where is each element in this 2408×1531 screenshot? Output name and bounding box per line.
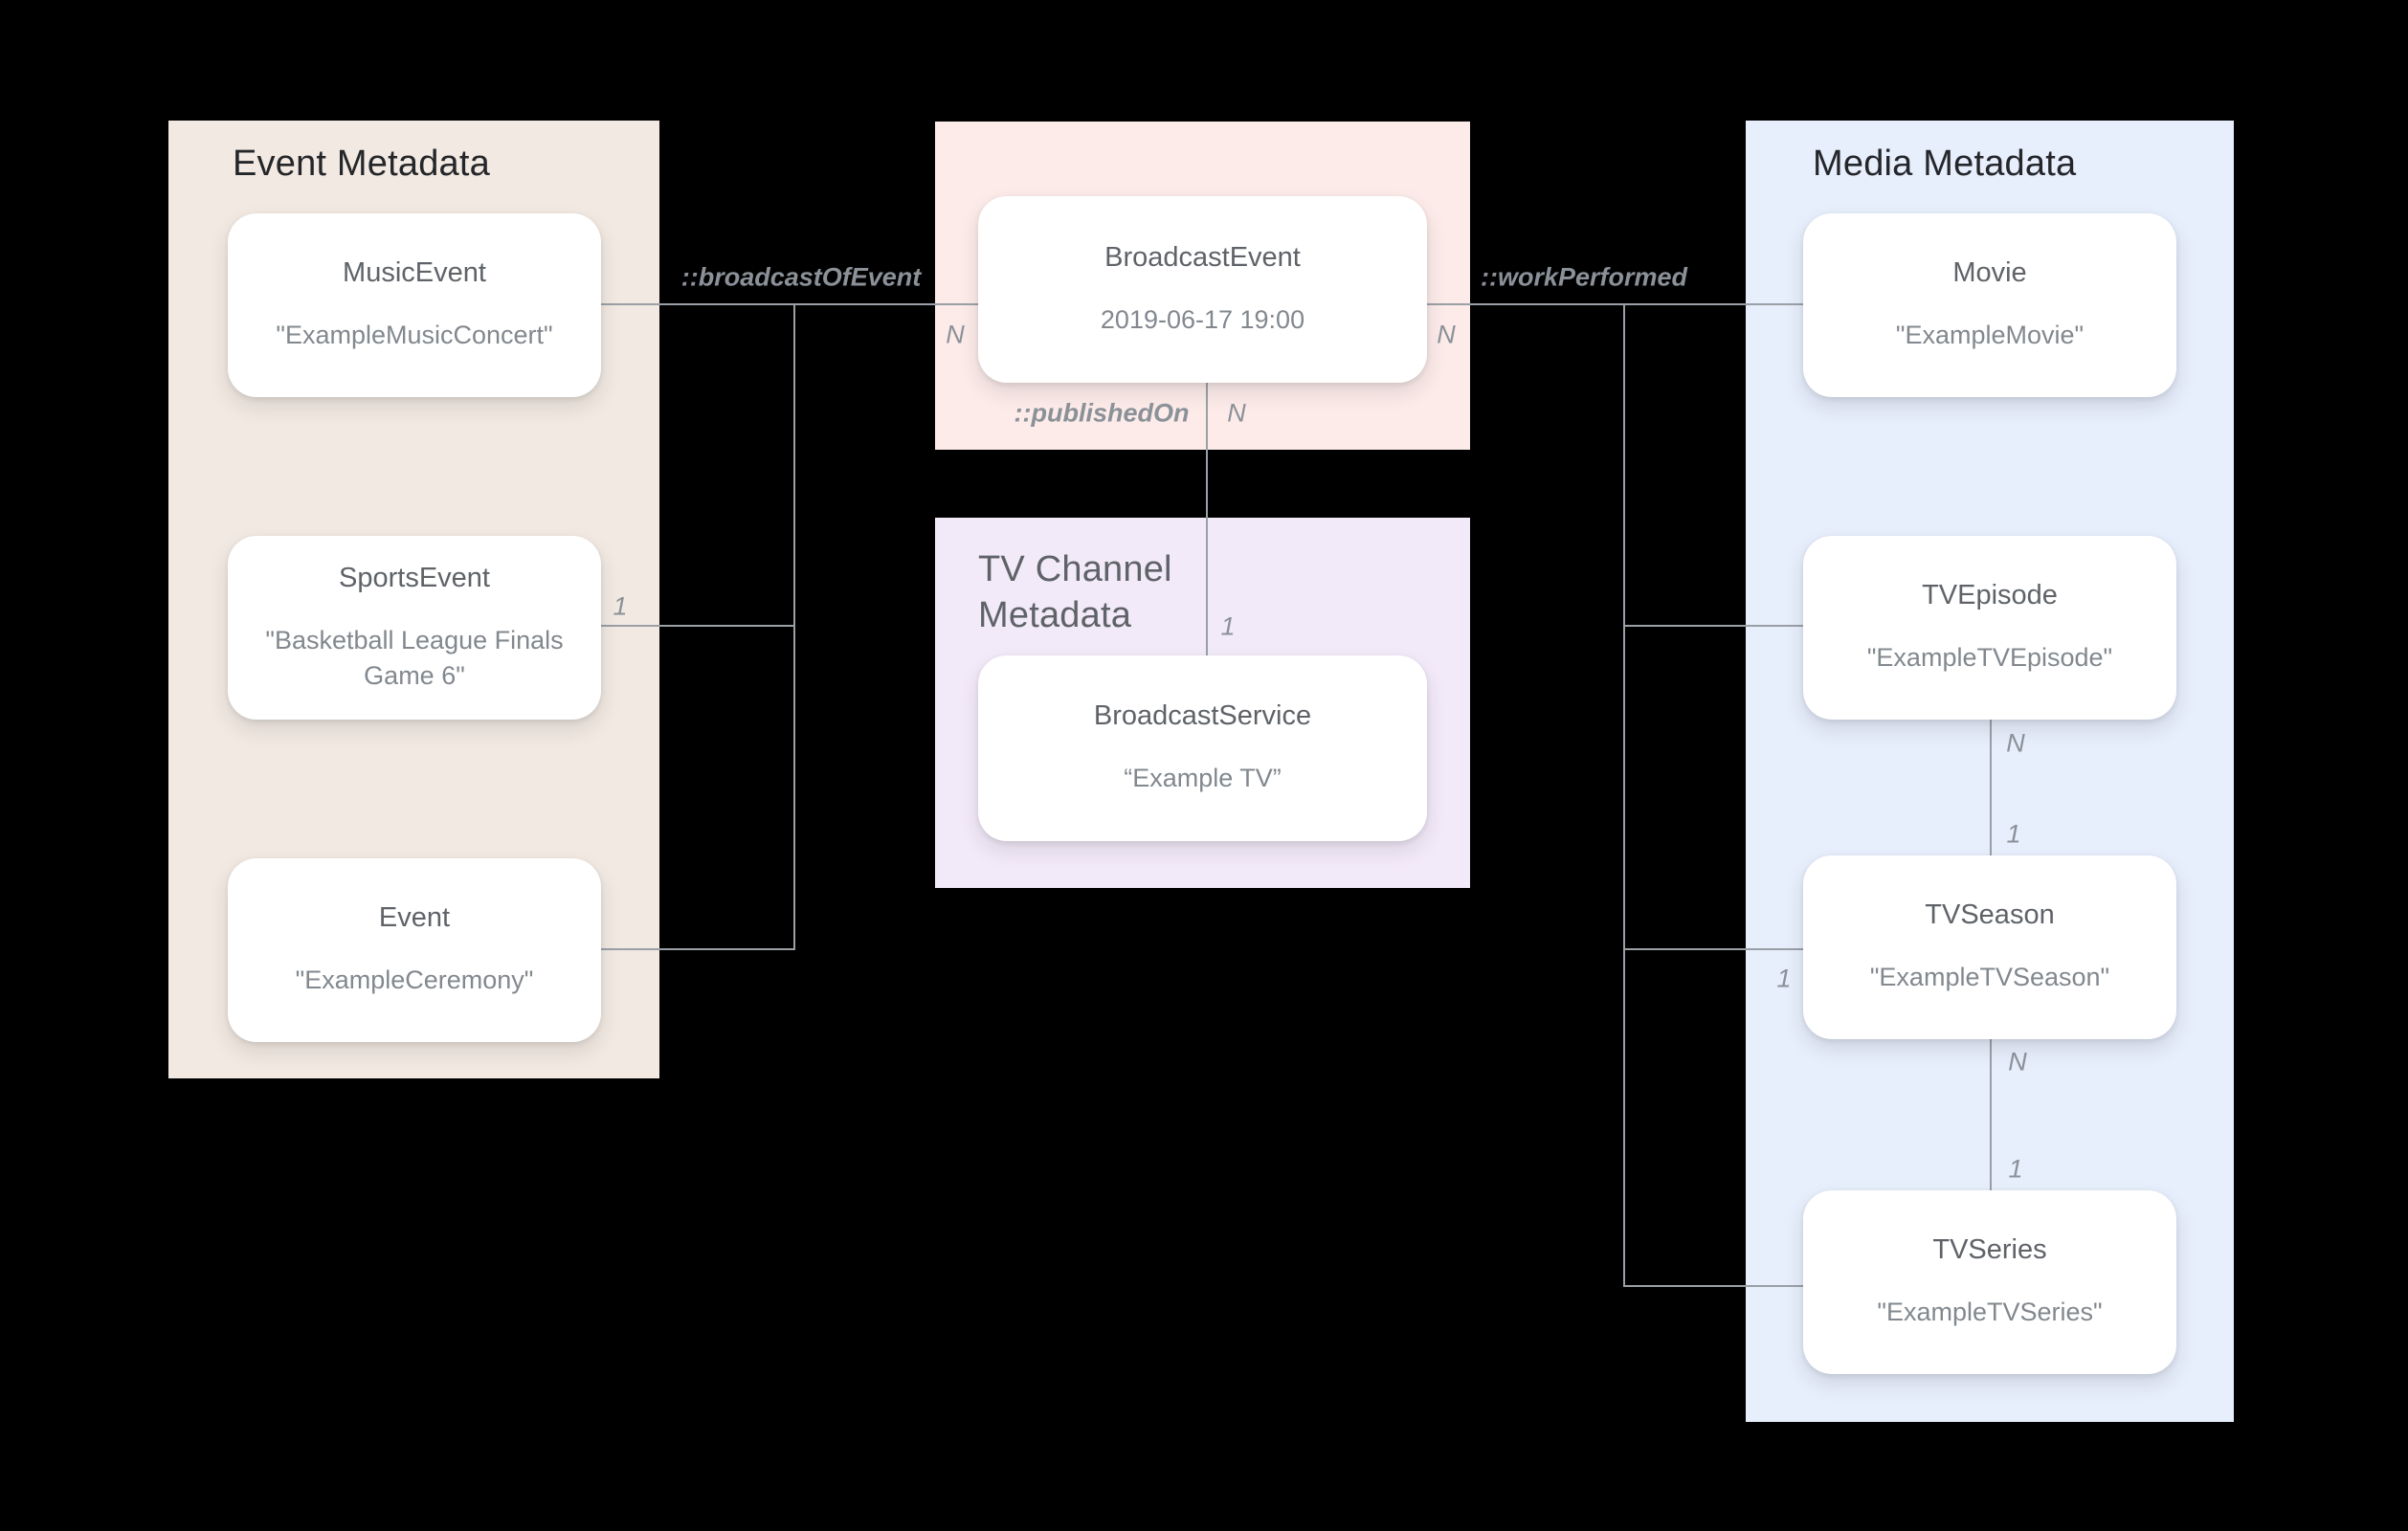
entity-title: Movie (1952, 257, 2027, 289)
entity-instance: "Basketball League Finals Game 6" (265, 626, 564, 690)
entity-instance: "ExampleTVSeason" (1869, 963, 2110, 992)
entity-instance: “Example TV” (1124, 764, 1282, 793)
panel-title-event-metadata: Event Metadata (233, 144, 490, 184)
edge-branch-tvepisode-line (1624, 625, 1803, 627)
cardinality-one-sportsevent: 1 (613, 591, 628, 621)
edge-branch-sportsevent-line (601, 625, 794, 627)
edge-branch-event-line (601, 948, 794, 950)
edge-label-publishedon: ::publishedOn (1014, 398, 1190, 428)
entity-title: TVEpisode (1922, 580, 2058, 611)
entity-title: TVSeries (1932, 1234, 2047, 1266)
entity-card-event: Event "ExampleCeremony" (228, 858, 601, 1042)
entity-instance: "ExampleMusicConcert" (276, 321, 553, 350)
cardinality-one-tvepisode-tvseason: 1 (2006, 819, 2021, 849)
cardinality-one-broadcastservice: 1 (1220, 611, 1236, 641)
entity-title: TVSeason (1925, 899, 2055, 931)
edge-tvseason-tvseries-line (1990, 1038, 1992, 1190)
entity-card-musicevent: MusicEvent "ExampleMusicConcert" (228, 213, 601, 397)
entity-instance: 2019-06-17 19:00 (1100, 304, 1305, 334)
cardinality-n-broadcastevent-right: N (1437, 320, 1456, 349)
edge-tvepisode-tvseason-line (1990, 719, 1992, 855)
entity-card-tvepisode: TVEpisode "ExampleTVEpisode" (1803, 536, 2176, 720)
cardinality-n-tvseason-tvseries: N (2008, 1047, 2027, 1076)
cardinality-n-broadcastevent-left: N (946, 320, 965, 349)
entity-card-movie: Movie "ExampleMovie" (1803, 213, 2176, 397)
entity-title: MusicEvent (343, 257, 486, 289)
panel-title-media-metadata: Media Metadata (1813, 144, 2077, 184)
edge-branch-tvseason-line (1624, 948, 1803, 950)
entity-instance: "ExampleMovie" (1895, 321, 2085, 350)
entity-instance: "ExampleCeremony" (295, 965, 534, 995)
entity-instance: "ExampleTVEpisode" (1866, 643, 2113, 673)
cardinality-n-publishedon: N (1227, 398, 1246, 428)
edge-label-broadcastofevent: ::broadcastOfEvent (680, 262, 922, 292)
entity-title: BroadcastEvent (1104, 241, 1301, 273)
entity-title: SportsEvent (339, 563, 490, 594)
edge-left-junction-line (793, 303, 795, 950)
entity-card-sportsevent: SportsEvent "Basketball League Finals Ga… (228, 536, 601, 720)
entity-card-tvseries: TVSeries "ExampleTVSeries" (1803, 1190, 2176, 1374)
panel-title-tv-channel-metadata: TV Channel Metadata (978, 549, 1172, 635)
entity-title: BroadcastService (1093, 700, 1312, 732)
entity-card-broadcastservice: BroadcastService “Example TV” (978, 655, 1427, 841)
entity-card-broadcastevent: BroadcastEvent 2019-06-17 19:00 (978, 196, 1427, 383)
entity-title: Event (378, 902, 451, 934)
edge-right-junction-line (1623, 303, 1625, 1287)
entity-card-tvseason: TVSeason "ExampleTVSeason" (1803, 855, 2176, 1039)
entity-instance: "ExampleTVSeries" (1877, 1298, 2103, 1327)
cardinality-n-tvepisode-tvseason: N (2006, 728, 2025, 758)
edge-publishedon-line (1206, 383, 1208, 657)
edge-branch-tvseries-line (1624, 1285, 1803, 1287)
cardinality-one-tvseason-left: 1 (1776, 964, 1792, 993)
cardinality-one-tvseason-tvseries: 1 (2008, 1154, 2023, 1184)
edge-label-workperformed: ::workPerformed (1480, 262, 1688, 292)
